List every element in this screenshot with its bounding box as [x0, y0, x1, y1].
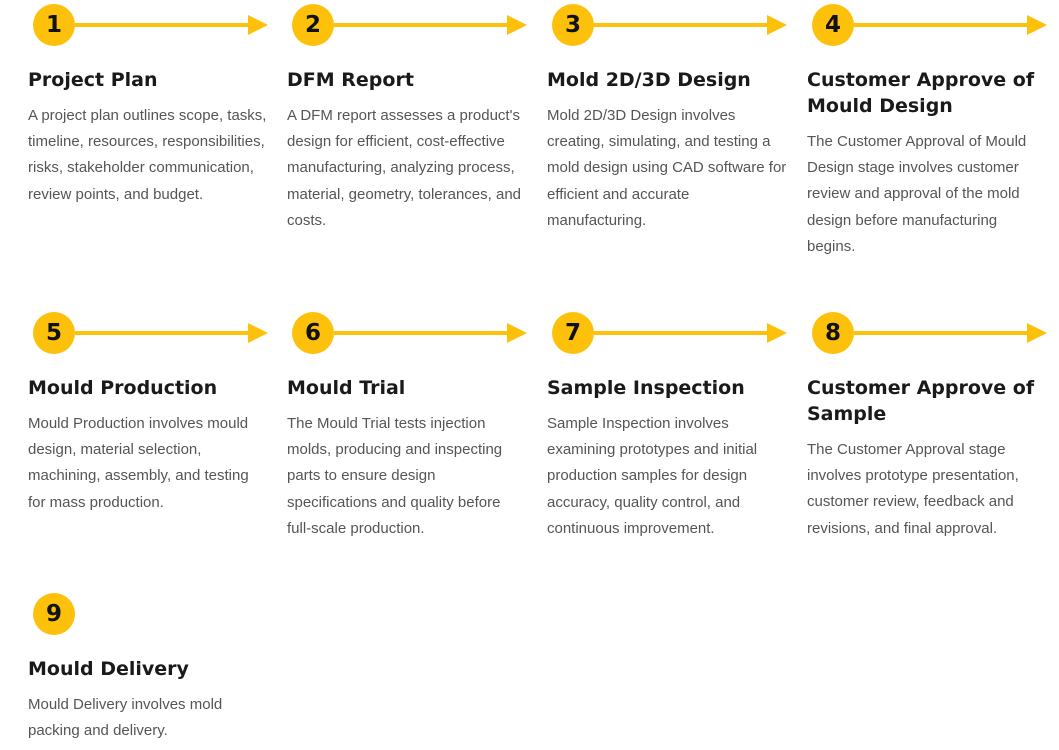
step-number-badge: 9 — [33, 593, 75, 635]
arrow-line — [594, 331, 772, 335]
arrow-line — [334, 331, 512, 335]
step-description: A DFM report assesses a product's design… — [287, 107, 522, 229]
step-title: Customer Approve of Sample — [807, 377, 1035, 425]
arrow-right-icon — [1027, 15, 1047, 35]
step-title: Project Plan — [28, 69, 158, 91]
step-number-badge: 6 — [292, 312, 334, 354]
step-number-badge: 8 — [812, 312, 854, 354]
step-number-badge: 7 — [552, 312, 594, 354]
arrow-right-icon — [248, 323, 268, 343]
arrow-right-icon — [767, 323, 787, 343]
step-description: A project plan outlines scope, tasks, ti… — [28, 107, 267, 203]
step-description: The Customer Approval of Mould Design st… — [807, 133, 1027, 255]
arrow-right-icon — [507, 15, 527, 35]
step-number-badge: 2 — [292, 4, 334, 46]
arrow-line — [594, 23, 772, 27]
step-number-badge: 4 — [812, 4, 854, 46]
step-number-badge: 3 — [552, 4, 594, 46]
arrow-right-icon — [1027, 323, 1047, 343]
arrow-line — [334, 23, 512, 27]
arrow-line — [75, 331, 253, 335]
arrow-right-icon — [248, 15, 268, 35]
step-description: Sample Inspection involves examining pro… — [547, 415, 758, 537]
step-title: DFM Report — [287, 69, 414, 91]
step-description: Mold 2D/3D Design involves creating, sim… — [547, 107, 787, 229]
step-title: Sample Inspection — [547, 377, 745, 399]
arrow-line — [75, 23, 253, 27]
step-description: The Customer Approval stage involves pro… — [807, 441, 1019, 537]
step-description: The Mould Trial tests injection molds, p… — [287, 415, 503, 537]
arrow-right-icon — [507, 323, 527, 343]
step-title: Customer Approve of Mould Design — [807, 69, 1035, 117]
arrow-right-icon — [767, 15, 787, 35]
step-title: Mould Delivery — [28, 658, 189, 680]
step-number-badge: 1 — [33, 4, 75, 46]
arrow-line — [854, 23, 1032, 27]
step-description: Mould Delivery involves mold packing and… — [28, 696, 223, 740]
arrow-line — [854, 331, 1032, 335]
step-number-badge: 5 — [33, 312, 75, 354]
step-title: Mould Production — [28, 377, 218, 399]
step-description: Mould Production involves mould design, … — [28, 415, 249, 511]
step-title: Mould Trial — [287, 377, 406, 399]
step-title: Mold 2D/3D Design — [547, 69, 751, 91]
